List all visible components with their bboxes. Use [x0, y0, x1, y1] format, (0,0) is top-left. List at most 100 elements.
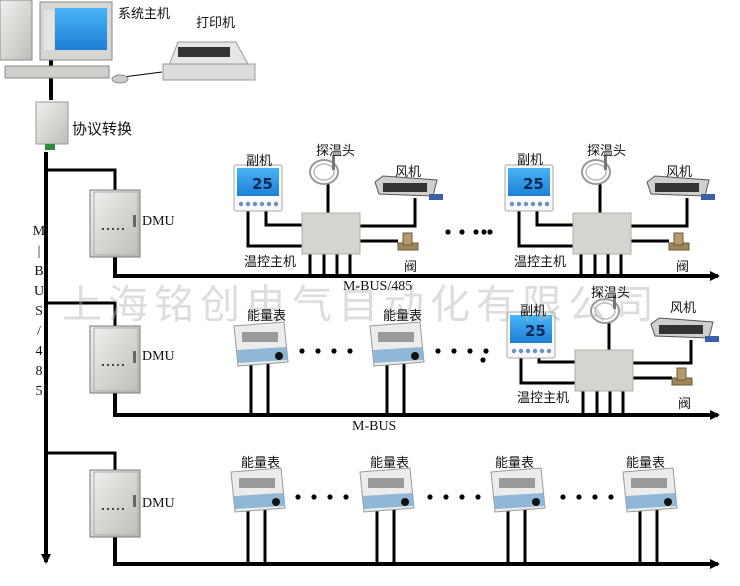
- thermostat-button: [539, 348, 545, 354]
- ellipsis-dot: [311, 494, 317, 500]
- temperature-controller-r2: [574, 349, 634, 392]
- trunk-label-char: 5: [35, 384, 43, 399]
- thermostat-lcd: [510, 315, 552, 343]
- dmu-led: [122, 228, 124, 230]
- ellipsis-dot: [481, 229, 487, 235]
- thermostat-button: [273, 201, 279, 207]
- sub-unit-label-r2: 副机: [520, 304, 547, 319]
- ellipsis-dot: [331, 348, 337, 354]
- ellipsis-dot: [473, 229, 479, 235]
- fan-coil-r1b: [646, 175, 715, 200]
- meter-panel: [626, 493, 677, 509]
- meter-panel: [494, 493, 545, 509]
- dmu-led: [112, 228, 114, 230]
- sensor-cable-coil-inner: [594, 302, 616, 320]
- dmu-unit-2: [89, 325, 141, 394]
- fan-coil-r2: [650, 317, 719, 342]
- printer-body: [162, 63, 256, 81]
- thermostat-temperature: 25: [252, 175, 273, 193]
- meter-knob: [275, 352, 283, 360]
- valve-r1b: [668, 232, 690, 251]
- controller-label-r1b: 温控主机: [514, 255, 567, 270]
- dmu2-feed-wire: [46, 301, 117, 327]
- sensor-cable-coil: [590, 298, 620, 324]
- dmu-led: [112, 364, 114, 366]
- meter-panel: [363, 493, 414, 509]
- ellipsis-dot: [343, 494, 349, 500]
- dmu-led: [112, 508, 114, 510]
- ellipsis-dot: [435, 348, 441, 354]
- meter-label-r2-1: 能量表: [247, 309, 287, 324]
- thermostat-temperature: 25: [523, 175, 544, 193]
- trunk-label-char: U: [33, 284, 45, 299]
- thermostat-lcd: [237, 168, 279, 196]
- ellipsis-dot: [443, 494, 449, 500]
- dmu-led: [117, 508, 119, 510]
- dmu-led: [117, 364, 119, 366]
- thermostat-button: [511, 348, 517, 354]
- dmu-door: [93, 191, 139, 256]
- valve-body: [673, 232, 684, 246]
- meter-knob: [411, 352, 419, 360]
- thermostat-wire-b: [264, 211, 302, 227]
- sensor-label-r2: 探温头: [591, 286, 631, 301]
- ellipsis-dot: [295, 494, 301, 500]
- sensor-label-r1a: 探温头: [316, 144, 356, 159]
- energy-meter-r3-4: [622, 467, 678, 513]
- controller-label-r2: 温控主机: [517, 391, 570, 406]
- meter-panel: [234, 493, 285, 509]
- ellipsis-dot: [427, 494, 433, 500]
- controller-label-r1a: 温控主机: [244, 255, 297, 270]
- fan-coil-tray: [701, 194, 715, 200]
- ellipsis-dot: [576, 494, 582, 500]
- keyboard: [4, 65, 110, 79]
- dmu-led: [117, 228, 119, 230]
- dmu-cabinet: [89, 469, 141, 538]
- meter-knob: [401, 498, 409, 506]
- dmu-label-1: DMU: [142, 214, 175, 229]
- system-host-label: 系统主机: [118, 7, 171, 22]
- thermostat-wire-b: [535, 211, 573, 227]
- dmu-indicator: [133, 495, 136, 507]
- dmu-led: [122, 508, 124, 510]
- thermostat-lcd: [508, 168, 550, 196]
- sensor-cable-coil: [309, 159, 339, 185]
- ellipsis-dot: [487, 229, 493, 235]
- ellipsis-dot: [347, 348, 353, 354]
- ellipsis-dot: [475, 494, 481, 500]
- ellipsis-dot: [480, 357, 486, 363]
- trunk-label-char: B: [34, 264, 44, 279]
- meter-display: [239, 478, 275, 488]
- sensor-cable-coil-inner: [313, 163, 335, 181]
- protocol-converter: [35, 101, 69, 150]
- trunk-label-char: S: [35, 304, 43, 319]
- meter-label-r2-2: 能量表: [383, 309, 423, 324]
- thermostat-button: [516, 201, 522, 207]
- thermostat-button: [259, 201, 265, 207]
- energy-meter-r3-1: [230, 467, 286, 513]
- fan-label-r1b: 风机: [666, 165, 693, 180]
- fan-label-r2: 风机: [670, 301, 697, 316]
- meter-label-r3-1: 能量表: [241, 456, 281, 471]
- meter-display: [499, 478, 535, 488]
- trunk-label-char: 4: [35, 344, 43, 359]
- ellipsis-dot: [445, 229, 451, 235]
- dmu-led: [107, 228, 109, 230]
- meter-display: [378, 332, 414, 342]
- dmu-led: [122, 364, 124, 366]
- thermostat-button: [238, 201, 244, 207]
- sensor-label-r1b: 探温头: [587, 144, 627, 159]
- dmu-cabinet: [89, 325, 141, 394]
- ellipsis-dot: [608, 494, 614, 500]
- thermostat-wire-b: [537, 358, 575, 364]
- thermostat-wire-a: [519, 358, 575, 385]
- sub-unit-label-r1b: 副机: [517, 153, 544, 168]
- valve-r2: [671, 367, 693, 386]
- mouse: [111, 74, 129, 84]
- dmu-indicator: [133, 351, 136, 363]
- valve-r1a: [397, 232, 419, 251]
- dmu-led: [102, 364, 104, 366]
- meter-label-r3-4: 能量表: [626, 456, 666, 471]
